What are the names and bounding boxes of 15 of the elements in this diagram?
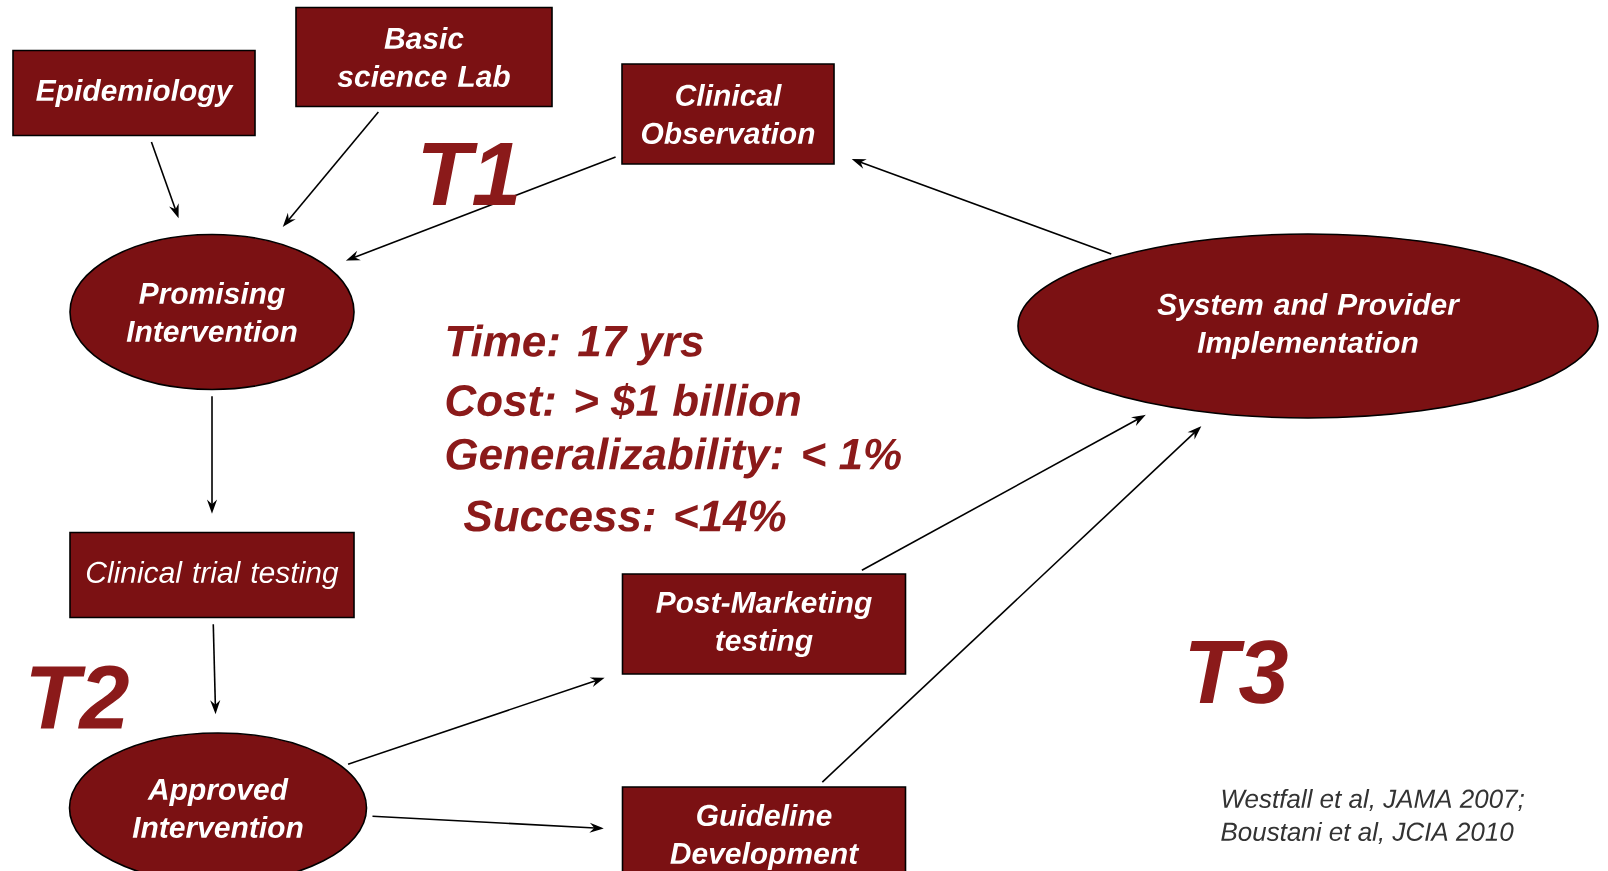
citation-text: Boustani et al, JCIA 2010 xyxy=(1221,821,1514,845)
phase-label: T3 xyxy=(1189,640,1288,704)
process-box: Post-Marketing testing xyxy=(621,573,907,675)
process-box: Basic science Lab xyxy=(295,6,553,108)
process-box: Epidemiology xyxy=(12,49,256,137)
phase-label: T2 xyxy=(30,665,129,729)
process-box: Clinical Observation xyxy=(621,63,835,165)
citation-text: Westfall et al, JAMA 2007; xyxy=(1222,788,1524,812)
statistic-text: Generalizability: < 1% xyxy=(446,437,901,479)
process-box: Guideline Development xyxy=(621,786,907,871)
phase-label: T1 xyxy=(422,143,517,205)
statistic-text: Time: 17 yrs xyxy=(447,324,703,366)
statistic-text: Cost: > $1 billion xyxy=(446,383,800,419)
statistic-text: Success: <14% xyxy=(463,500,786,532)
process-box: Clinical trial testing xyxy=(69,531,355,619)
